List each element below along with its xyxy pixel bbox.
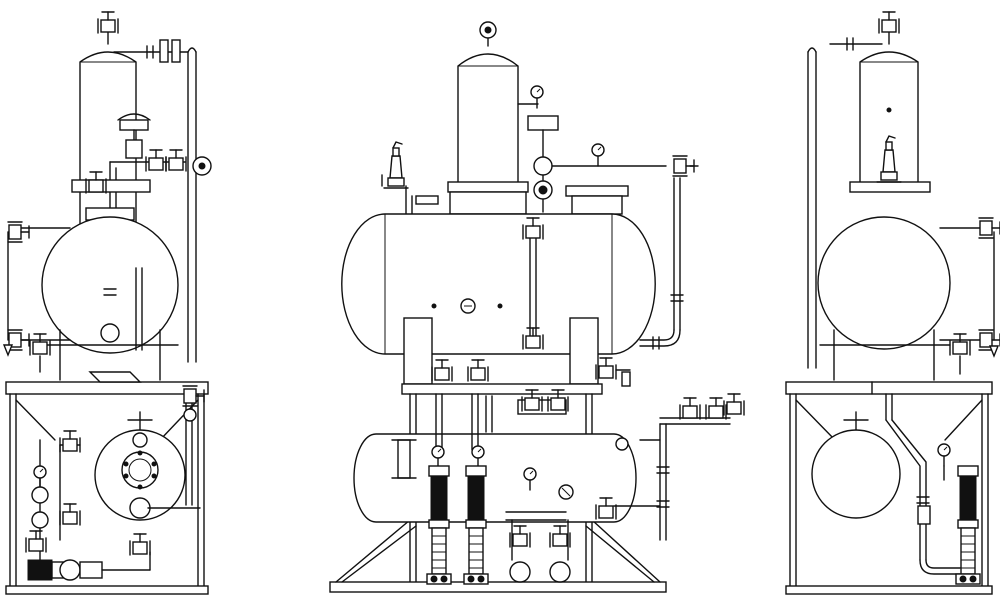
- tank-end-left: [41, 207, 179, 381]
- support-frame-right: [785, 381, 993, 595]
- pump-set-front: [426, 389, 571, 585]
- vertical-pump-icon: [426, 465, 452, 585]
- safety-valve-front: [381, 141, 439, 215]
- lower-tank-left: [94, 411, 201, 521]
- lower-tank-front: [353, 393, 745, 541]
- tank-end-right: [817, 216, 1000, 381]
- instrument-tree-front: [527, 85, 699, 350]
- support-frame-left: [5, 371, 209, 595]
- level-gauge-left: [2, 221, 71, 373]
- deaerator-column-right: [807, 11, 931, 369]
- manway-front: [565, 185, 629, 215]
- control-valve-left: [71, 113, 212, 346]
- vertical-pump-icon: [463, 465, 489, 585]
- vertical-pump-icon: [955, 465, 981, 585]
- main-tank-front: [341, 213, 656, 355]
- right-side-view: [785, 11, 1000, 595]
- deaerator-column-left: [79, 11, 197, 363]
- left-side-view: [2, 11, 212, 595]
- lower-tank-right: [811, 393, 981, 585]
- front-view: [329, 21, 745, 593]
- deaerator-column-front: [447, 21, 539, 215]
- pump-skid-left: [25, 385, 205, 581]
